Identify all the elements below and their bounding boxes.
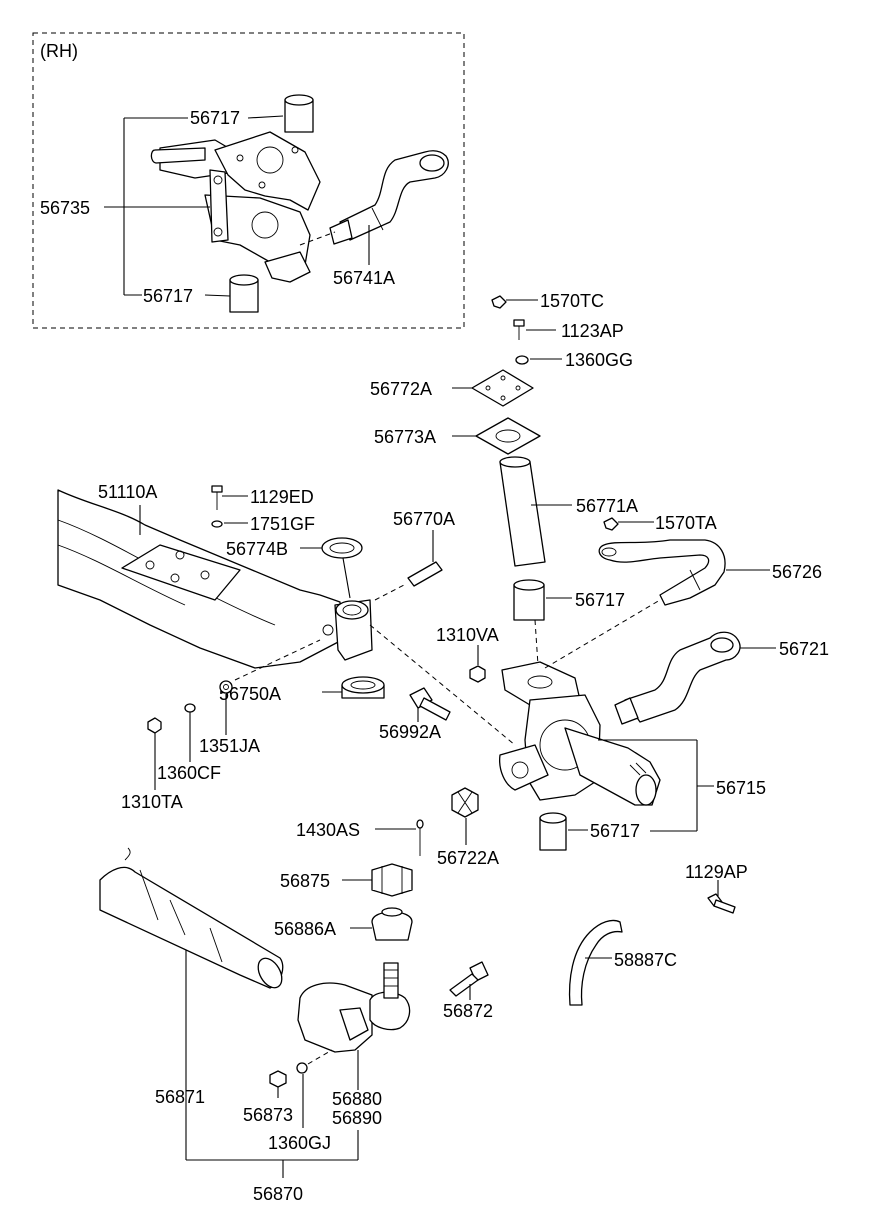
label-1751gf: 1751GF [250, 514, 315, 534]
label-56717-rh-top: 56717 [190, 108, 240, 128]
cotter-pin-1430as [375, 819, 424, 856]
pin-56770a [374, 530, 443, 601]
label-1129ed: 1129ED [250, 487, 314, 507]
label-56873: 56873 [243, 1105, 293, 1125]
rh-bushing-top [284, 94, 314, 133]
label-56880: 56880 [332, 1089, 382, 1109]
rh-steering-knuckle [150, 131, 321, 283]
label-56875: 56875 [280, 871, 330, 891]
castle-nut-56875 [342, 863, 413, 897]
kingpin-cap-stack [452, 295, 572, 567]
steering-knuckle-56715 [499, 661, 661, 806]
bolt-washer-1129ed [211, 485, 248, 528]
nut-washer-56873 [269, 1049, 333, 1128]
label-1360gj: 1360GJ [268, 1133, 331, 1153]
label-56722a: 56722A [437, 848, 499, 868]
label-56750a: 56750A [219, 684, 281, 704]
label-1310va: 1310VA [436, 625, 499, 645]
grease-nipple-1570ta [603, 517, 619, 531]
boot-56886a [350, 907, 413, 941]
tie-rod-end-56880 [297, 962, 411, 1090]
label-56774b: 56774B [226, 539, 288, 559]
rh-inset-box [32, 32, 465, 329]
steering-arm-56721 [614, 631, 776, 725]
label-56872: 56872 [443, 1001, 493, 1021]
fasteners-left [147, 639, 321, 790]
steering-arm-56726 [598, 539, 770, 606]
bearing-56750a [322, 676, 385, 699]
label-1570tc: 1570TC [540, 291, 604, 311]
bolt-56872 [449, 961, 489, 1000]
label-51110a: 51110A [98, 482, 157, 502]
label-1129ap: 1129AP [685, 862, 748, 882]
label-58887c: 58887C [614, 950, 677, 970]
label-56717-rh-bottom: 56717 [143, 286, 193, 306]
label-56870: 56870 [253, 1184, 303, 1204]
label-1430as: 1430AS [296, 820, 360, 840]
label-56715: 56715 [716, 778, 766, 798]
label-56721: 56721 [779, 639, 829, 659]
bolt-56992a [409, 687, 451, 722]
label-56770a: 56770A [393, 509, 455, 529]
seal-56774b [300, 537, 363, 599]
label-1123ap: 1123AP [561, 321, 624, 341]
label-56890: 56890 [332, 1108, 382, 1128]
label-56773a: 56773A [374, 427, 436, 447]
label-56717-mid: 56717 [575, 590, 625, 610]
label-56992a: 56992A [379, 722, 441, 742]
label-56726: 56726 [772, 562, 822, 582]
label-56717-bottom: 56717 [590, 821, 640, 841]
label-1360cf: 1360CF [157, 763, 221, 783]
label-56735: 56735 [40, 198, 90, 218]
nut-1310va [469, 645, 486, 683]
leader-56715 [598, 739, 714, 832]
rh-steering-arm [329, 150, 449, 245]
rh-leaders [104, 115, 370, 297]
label-1570ta: 1570TA [655, 513, 717, 533]
label-56886a: 56886A [274, 919, 336, 939]
bushing-56717-mid [513, 579, 572, 621]
rh-label: (RH) [40, 41, 78, 61]
nut-56722a [451, 787, 479, 845]
bolt-1129ap [707, 880, 736, 914]
rh-bushing-bottom [229, 274, 259, 313]
label-1360gg: 1360GG [565, 350, 633, 370]
bushing-56717-bottom [539, 812, 588, 851]
label-56741a: 56741A [333, 268, 395, 288]
leader-56870 [186, 1130, 359, 1178]
label-56871: 56871 [155, 1087, 205, 1107]
label-1351ja: 1351JA [199, 736, 260, 756]
label-56772a: 56772A [370, 379, 432, 399]
front-axle-beam [57, 489, 373, 669]
hose-58887c [568, 919, 623, 1006]
label-1310ta: 1310TA [121, 792, 183, 812]
label-56771a: 56771A [576, 496, 638, 516]
tie-rod-tube-56871 [99, 847, 284, 1160]
